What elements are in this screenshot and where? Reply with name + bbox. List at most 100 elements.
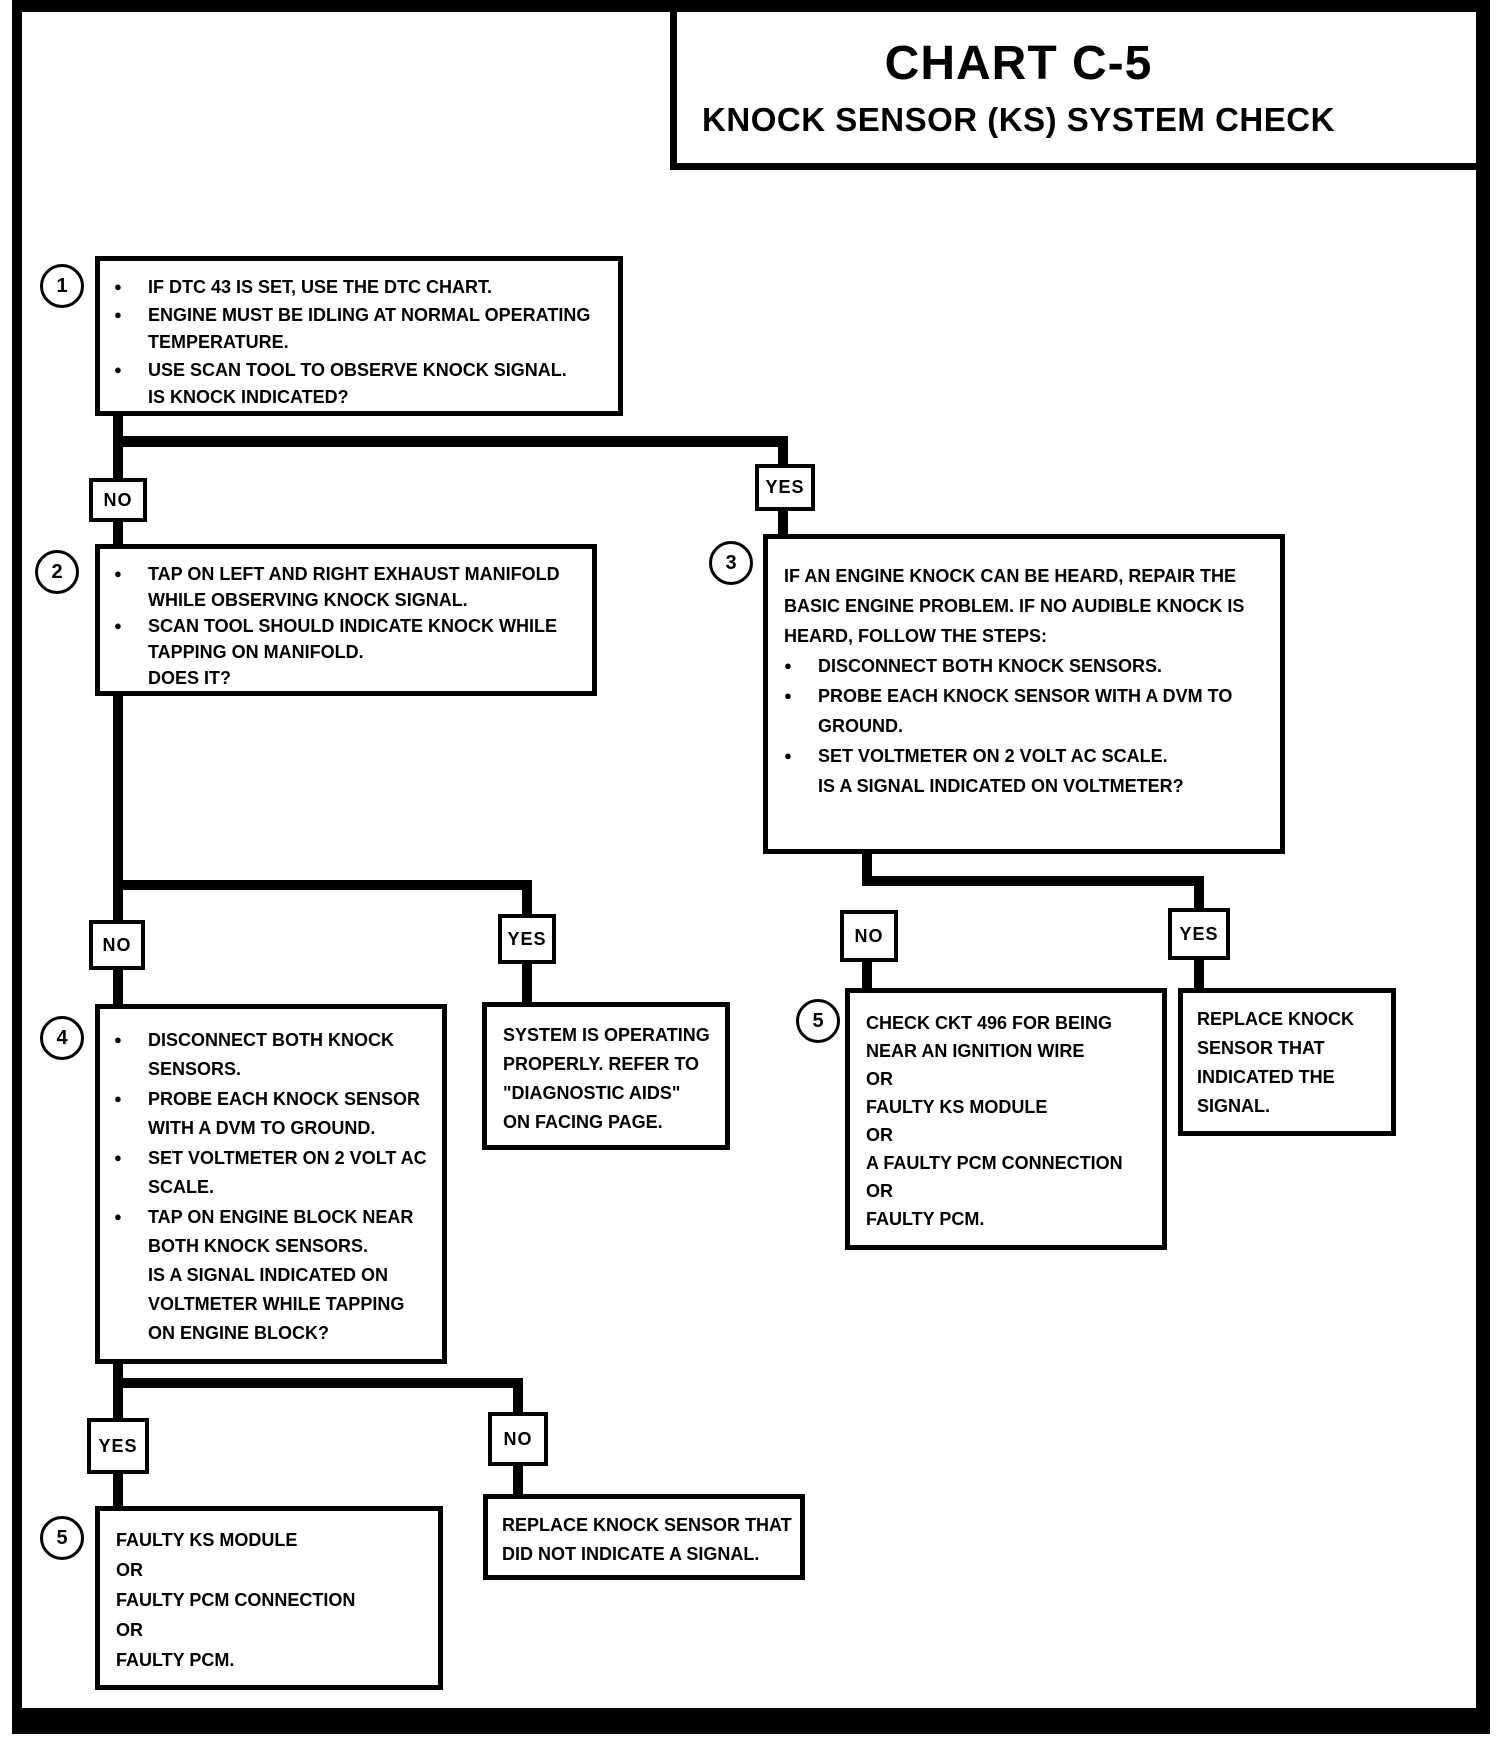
branch-label-no-2: NO (89, 920, 145, 970)
text-line-content: HEARD, FOLLOW THE STEPS: (784, 626, 1047, 646)
text-line: DID NOT INDICATE A SIGNAL. (502, 1540, 786, 1569)
text-line-content: A FAULTY PCM CONNECTION (866, 1153, 1123, 1173)
text-line: IS A SIGNAL INDICATED ON VOLTMETER? (784, 771, 1264, 801)
bullet-icon: ● (114, 307, 122, 322)
connector-line (113, 1362, 123, 1420)
text-line: OR (866, 1177, 1146, 1205)
text-line-content: GROUND. (818, 716, 903, 736)
text-line: IS A SIGNAL INDICATED ON (114, 1261, 428, 1290)
bullet-icon: ● (114, 566, 122, 581)
step-number-2: 2 (35, 550, 79, 594)
connector-line (113, 1472, 123, 1508)
branch-label-yes-4: YES (87, 1418, 149, 1474)
text-line-content: OR (116, 1620, 143, 1640)
connector-line (113, 520, 123, 546)
page-subtitle: KNOCK SENSOR (KS) SYSTEM CHECK (702, 101, 1335, 138)
branch-label-yes-3: YES (1168, 908, 1230, 960)
branch-label-yes-2: YES (498, 914, 556, 964)
text-line: FAULTY KS MODULE (866, 1093, 1146, 1121)
connector-line (862, 960, 872, 990)
bullet-icon: ● (114, 1209, 122, 1224)
connector-line (113, 1378, 523, 1388)
text-line: CHECK CKT 496 FOR BEING (866, 1009, 1146, 1037)
text-line-content: REPLACE KNOCK SENSOR THAT (502, 1515, 792, 1535)
text-line: ●IF DTC 43 IS SET, USE THE DTC CHART. (114, 273, 604, 301)
text-line: VOLTMETER WHILE TAPPING (114, 1290, 428, 1319)
text-line-content: IS KNOCK INDICATED? (148, 387, 349, 407)
text-line-content: INDICATED THE (1197, 1067, 1335, 1087)
bullet-icon: ● (114, 618, 122, 633)
text-line: ● PROBE EACH KNOCK SENSOR WITH A DVM TO (784, 681, 1264, 711)
text-line-content: FAULTY KS MODULE (116, 1530, 298, 1550)
text-line-content: OR (866, 1125, 893, 1145)
text-line: BASIC ENGINE PROBLEM. IF NO AUDIBLE KNOC… (784, 591, 1264, 621)
connector-line (522, 880, 532, 916)
text-line: GROUND. (784, 711, 1264, 741)
text-line: FAULTY KS MODULE (116, 1525, 422, 1555)
connector-line (113, 694, 123, 922)
text-line: HEARD, FOLLOW THE STEPS: (784, 621, 1264, 651)
bullet-icon: ● (114, 1032, 122, 1047)
text-line-content: SENSOR THAT (1197, 1038, 1325, 1058)
text-line-content: IS A SIGNAL INDICATED ON VOLTMETER? (818, 776, 1184, 796)
text-line: SENSORS. (114, 1055, 428, 1084)
branch-label-no-3: NO (840, 910, 898, 962)
text-line-content: SYSTEM IS OPERATING (503, 1025, 710, 1045)
bullet-icon: ● (784, 658, 792, 673)
text-line-content: WITH A DVM TO GROUND. (148, 1118, 376, 1138)
bullet-icon: ● (114, 1091, 122, 1106)
text-line-content: ENGINE MUST BE IDLING AT NORMAL OPERATIN… (148, 305, 591, 325)
text-line: FAULTY PCM CONNECTION (116, 1585, 422, 1615)
text-line: REPLACE KNOCK SENSOR THAT (502, 1511, 792, 1540)
text-line: ● PROBE EACH KNOCK SENSOR (114, 1084, 428, 1114)
text-line: ●DISCONNECT BOTH KNOCK (114, 1025, 428, 1055)
text-line: TEMPERATURE. (114, 329, 604, 356)
text-line-content: WHILE OBSERVING KNOCK SIGNAL. (148, 590, 468, 610)
text-line-content: ON FACING PAGE. (503, 1112, 663, 1132)
text-line: ● ENGINE MUST BE IDLING AT NORMAL OPERATI… (114, 301, 604, 329)
text-line-content: VOLTMETER WHILE TAPPING (148, 1294, 405, 1314)
text-line: WHILE OBSERVING KNOCK SIGNAL. (114, 587, 578, 613)
text-line: "DIAGNOSTIC AIDS" (503, 1079, 709, 1108)
text-line-content: FAULTY PCM CONNECTION (116, 1590, 356, 1610)
text-line-content: DOES IT? (148, 668, 232, 688)
result-box-faulty-ks-module: FAULTY KS MODULE OR FAULTY PCM CONNECTION O… (95, 1506, 443, 1690)
text-line-content: BASIC ENGINE PROBLEM. IF NO AUDIBLE KNOC… (784, 596, 1245, 616)
text-line-content: BOTH KNOCK SENSORS. (148, 1236, 369, 1256)
text-line-content: TEMPERATURE. (148, 332, 289, 352)
text-line-content: PROBE EACH KNOCK SENSOR WITH A DVM TO (818, 686, 1233, 706)
text-line: ● TAP ON LEFT AND RIGHT EXHAUST MANIFOLD (114, 561, 578, 587)
text-line-content: SIGNAL. (1197, 1096, 1271, 1116)
text-line-content: PROBE EACH KNOCK SENSOR (148, 1089, 421, 1109)
text-line: INDICATED THE (1197, 1063, 1377, 1092)
text-line: DOES IT? (114, 665, 578, 691)
text-line-content: SET VOLTMETER ON 2 VOLT AC SCALE. (818, 746, 1168, 766)
text-line-content: TAP ON ENGINE BLOCK NEAR (148, 1207, 414, 1227)
text-line: IF AN ENGINE KNOCK CAN BE HEARD, REPAIR … (784, 561, 1264, 591)
text-line-content: TAPPING ON MANIFOLD. (148, 642, 364, 662)
text-line-content: FAULTY PCM. (116, 1650, 235, 1670)
text-line: ON FACING PAGE. (503, 1108, 709, 1137)
text-line-content: IS A SIGNAL INDICATED ON (148, 1265, 389, 1285)
text-line: OR (116, 1555, 422, 1585)
text-line-content: USE SCAN TOOL TO OBSERVE KNOCK SIGNAL. (148, 360, 567, 380)
text-line-content: TAP ON LEFT AND RIGHT EXHAUST MANIFOLD (148, 564, 560, 584)
text-line-content: SET VOLTMETER ON 2 VOLT AC (148, 1148, 427, 1168)
text-line: TAPPING ON MANIFOLD. (114, 639, 578, 665)
step-number-4: 4 (40, 1016, 84, 1060)
text-line: ●SCAN TOOL SHOULD INDICATE KNOCK WHILE (114, 613, 578, 639)
text-line: SENSOR THAT (1197, 1034, 1377, 1063)
text-line-content: DID NOT INDICATE A SIGNAL. (502, 1544, 760, 1564)
connector-line (778, 436, 788, 466)
page-title: CHART C-5 (884, 37, 1153, 90)
bullet-icon: ● (114, 362, 122, 377)
text-line: SYSTEM IS OPERATING (503, 1021, 710, 1050)
text-line: ●SET VOLTMETER ON 2 VOLT AC SCALE. (784, 741, 1264, 771)
text-line: OR (866, 1121, 1146, 1149)
connector-line (113, 414, 123, 480)
bullet-icon: ● (784, 688, 792, 703)
branch-label-no-1: NO (89, 478, 147, 522)
